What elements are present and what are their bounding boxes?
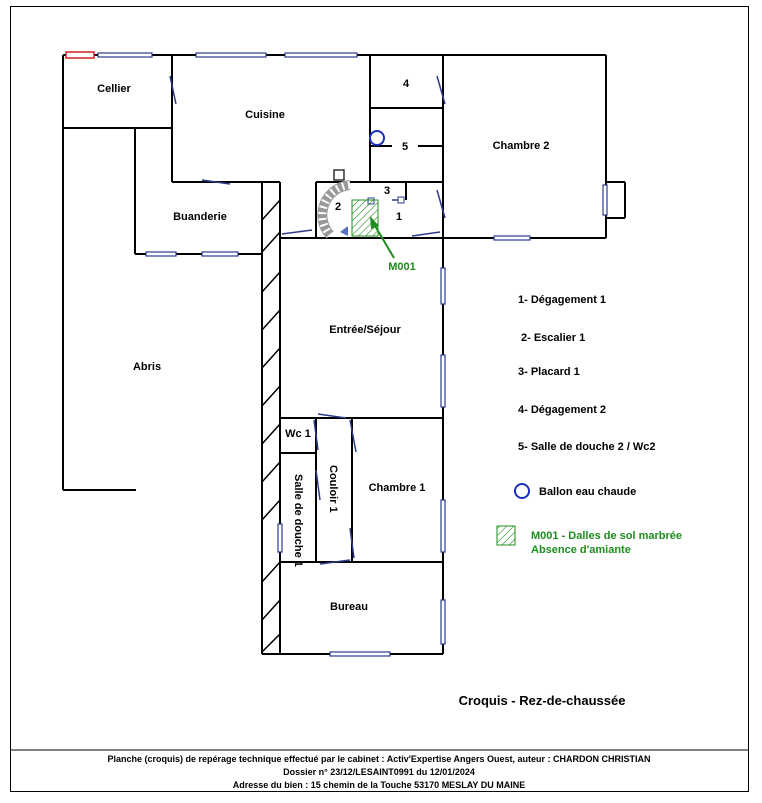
m001-arrow	[373, 223, 395, 259]
doors	[169, 75, 446, 565]
footer-line-1: Planche (croquis) de repérage technique …	[107, 754, 650, 764]
legend-ballon-label: Ballon eau chaude	[539, 486, 636, 498]
ballon-eau-chaude-icon	[369, 130, 385, 146]
label-num-1: 1	[396, 211, 402, 223]
label-salle-douche-1: Salle de douche 1	[292, 474, 304, 567]
legend-ballon-icon	[514, 483, 530, 499]
legend-item-4: 4- Dégagement 2	[518, 404, 606, 416]
staircase	[317, 180, 351, 239]
walls	[62, 54, 626, 655]
label-bureau: Bureau	[330, 601, 368, 613]
m001-zone	[351, 199, 379, 237]
duct-square	[333, 169, 345, 181]
legend-item-3: 3- Placard 1	[518, 366, 580, 378]
label-num-5: 5	[402, 141, 408, 153]
sketch-title: Croquis - Rez-de-chaussée	[459, 693, 626, 708]
label-chambre-1: Chambre 1	[369, 482, 426, 494]
hatched-wall	[261, 199, 281, 653]
label-buanderie: Buanderie	[173, 211, 227, 223]
footer-line-2: Dossier n° 23/12/LESAINT0991 du 12/01/20…	[283, 767, 475, 777]
windows	[65, 51, 608, 657]
label-cellier: Cellier	[97, 83, 131, 95]
legend-m001-title: M001 - Dalles de sol marbrée	[531, 530, 682, 542]
label-wc-1: Wc 1	[285, 428, 311, 440]
label-num-4: 4	[403, 78, 410, 90]
label-cuisine: Cuisine	[245, 109, 285, 121]
legend-item-5: 5- Salle de douche 2 / Wc2	[518, 441, 656, 453]
sheet-frame	[10, 6, 749, 792]
footer-line-3: Adresse du bien : 15 chemin de la Touche…	[233, 780, 525, 790]
legend-m001-swatch	[496, 525, 516, 546]
legend: 1- Dégagement 1 2- Escalier 1 3- Placard…	[496, 294, 682, 556]
legend-m001-sub: Absence d'amiante	[531, 544, 631, 556]
label-couloir-1: Couloir 1	[327, 465, 339, 513]
label-abris: Abris	[133, 361, 161, 373]
label-chambre-2: Chambre 2	[493, 140, 550, 152]
legend-item-2: 2- Escalier 1	[521, 332, 585, 344]
label-m001: M001	[388, 261, 416, 273]
label-entree-sejour: Entrée/Séjour	[329, 324, 401, 336]
m001-arrow-head	[370, 216, 379, 229]
label-num-3: 3	[384, 185, 390, 197]
legend-item-1: 1- Dégagement 1	[518, 294, 606, 306]
label-num-2: 2	[335, 201, 341, 213]
